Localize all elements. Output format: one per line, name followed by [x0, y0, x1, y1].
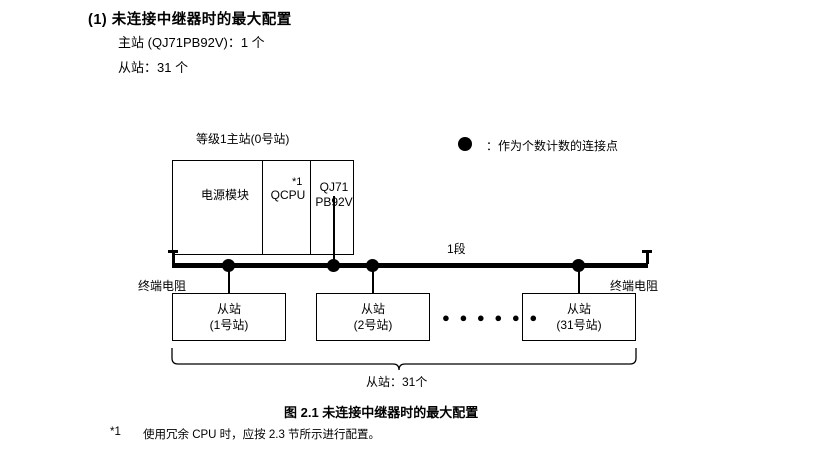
slave-1-title: 从站 [216, 301, 241, 316]
slave-station-count-line: 从站：31 个 [118, 60, 189, 75]
figure-caption: 图 2.1 未连接中继器时的最大配置 [284, 405, 479, 420]
master-station-count-line: 主站 (QJ71PB92V)：1 个 [118, 35, 265, 50]
slave-box-31: 从站 (31号站) [522, 293, 636, 341]
qj71pb92v-line1: QJ71 [319, 180, 349, 194]
qcpu-module-label: QCPU [270, 188, 306, 202]
terminator-right-label: 终端电阻 [610, 279, 659, 293]
footnote-marker-on-diagram: *1 [292, 176, 303, 188]
drop-line-master [333, 255, 335, 265]
bus-right-stub [646, 252, 649, 264]
slave-31-title: 从站 [566, 301, 591, 316]
slave-2-title: 从站 [360, 301, 385, 316]
section-title: (1) 未连接中继器时的最大配置 [88, 12, 292, 28]
legend-label: ：作为个数计数的连接点 [486, 139, 619, 153]
power-module-label: 电源模块 [200, 188, 249, 202]
master-box-divider-2 [310, 160, 311, 255]
master-station-caption: 等级1主站(0号站) [196, 132, 290, 146]
slave-2-sub: (2号站) [353, 318, 393, 332]
connection-point-dot-icon [458, 137, 472, 151]
master-box-divider-1 [262, 160, 263, 255]
slave-31-sub: (31号站) [556, 318, 602, 332]
terminator-right-cap [642, 250, 652, 253]
slave-total-label: 从站：31个 [366, 375, 428, 389]
slave-box-1: 从站 (1号站) [172, 293, 286, 341]
drop-line-slave-1 [228, 268, 230, 294]
master-station-box [172, 160, 354, 255]
trunk-bus-line [172, 263, 648, 268]
master-connection-line [333, 196, 335, 256]
terminator-left-label: 终端电阻 [138, 279, 187, 293]
connection-node-3 [366, 259, 379, 272]
ellipsis-dots: ● ● ● ● ● ● [442, 310, 541, 325]
connection-node-2 [327, 259, 340, 272]
footnote-text: 使用冗余 CPU 时，应按 2.3 节所示进行配置。 [143, 429, 381, 441]
bus-left-stub [172, 252, 175, 264]
footnote-marker: *1 [110, 426, 121, 438]
slave-box-2: 从站 (2号站) [316, 293, 430, 341]
drop-line-slave-2 [372, 268, 374, 294]
slave-1-sub: (1号站) [209, 318, 249, 332]
terminator-left-cap [168, 250, 178, 253]
segment-label: 1段 [447, 242, 466, 256]
drop-line-slave-31 [578, 268, 580, 294]
connection-node-1 [222, 259, 235, 272]
connection-node-4 [572, 259, 585, 272]
